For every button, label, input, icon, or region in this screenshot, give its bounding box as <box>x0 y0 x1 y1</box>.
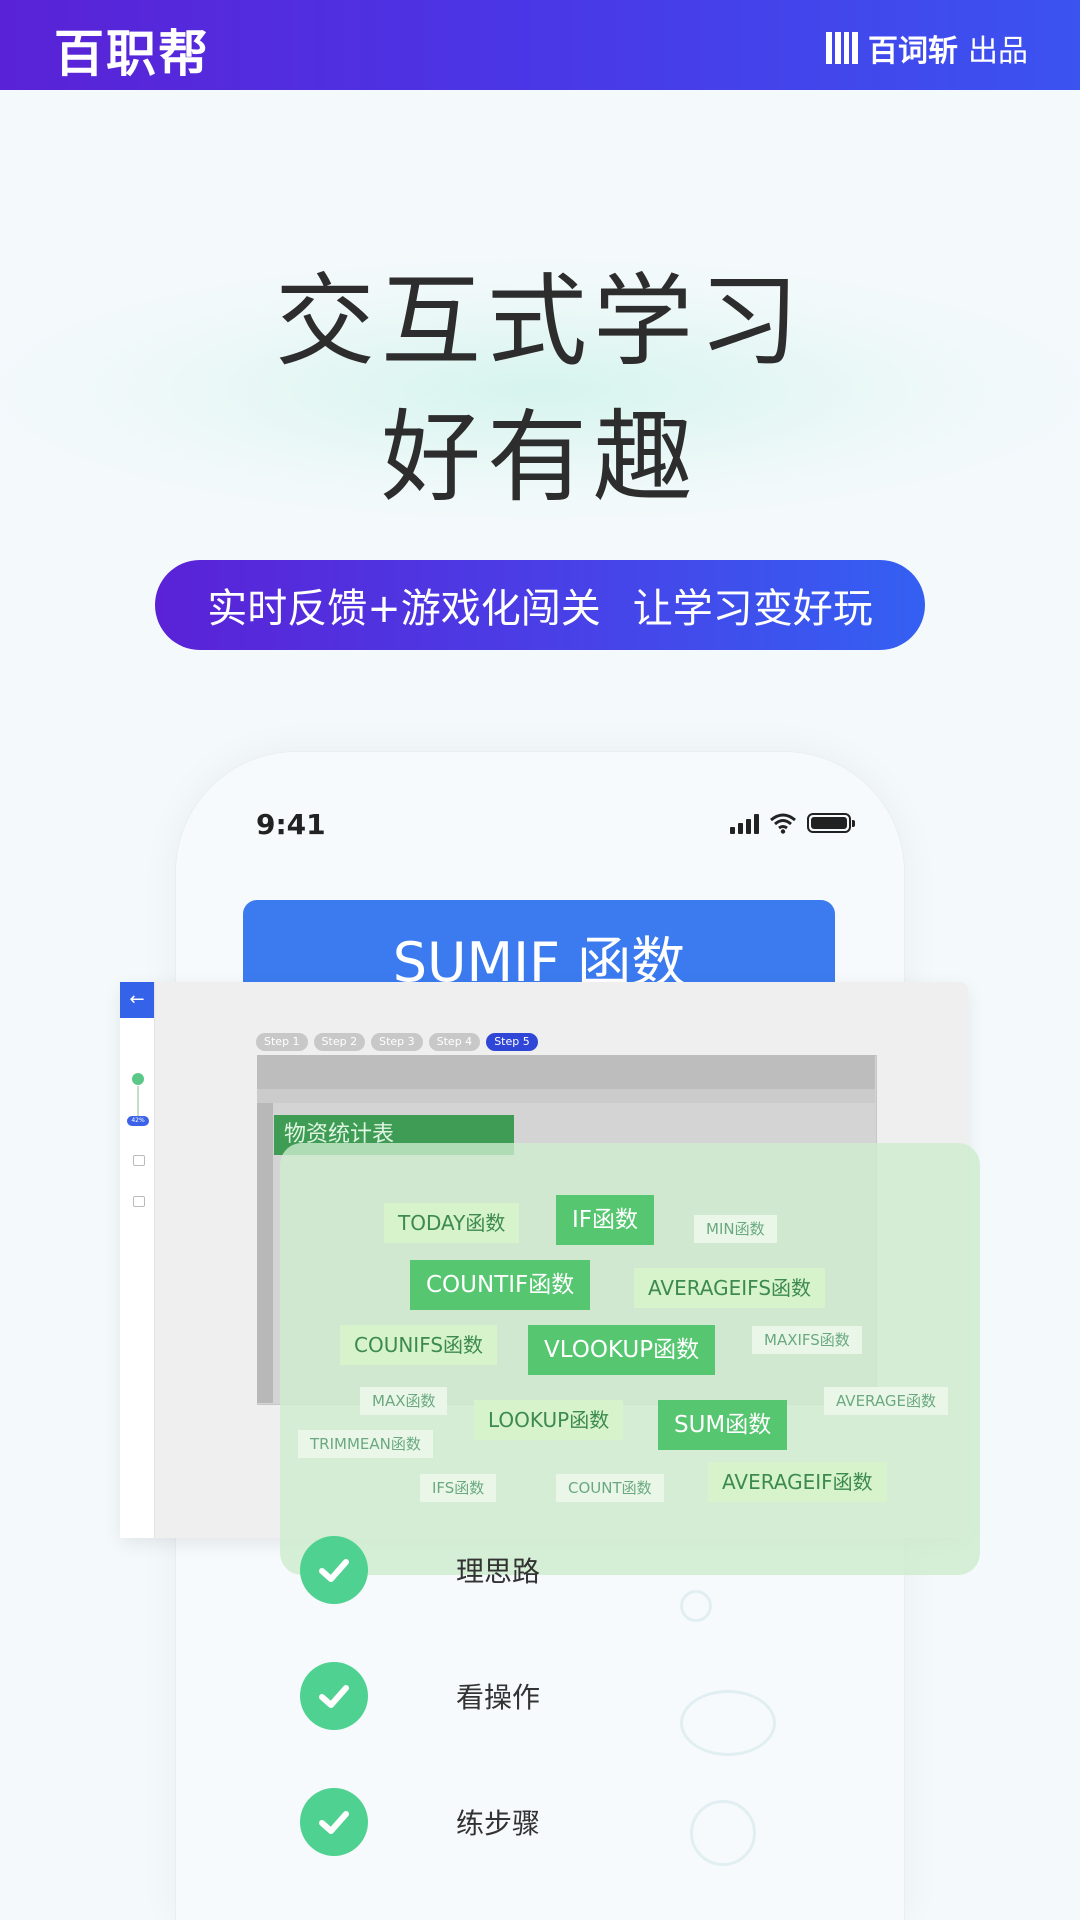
status-icons <box>730 812 855 834</box>
function-tag: TODAY函数 <box>384 1203 520 1243</box>
producer-name: 百词斩 <box>868 34 958 69</box>
lock-icon <box>133 1196 145 1207</box>
status-time: 9:41 <box>256 808 326 841</box>
progress-line <box>137 1086 139 1118</box>
progress-check-icon <box>132 1073 144 1085</box>
signal-icon <box>730 812 759 834</box>
pill-text-2: 让学习变好玩 <box>632 586 873 632</box>
checklist-item: 练步骤 <box>300 1788 540 1856</box>
check-icon <box>300 1662 368 1730</box>
checklist-item: 理思路 <box>300 1536 540 1604</box>
checklist-label: 看操作 <box>456 1681 541 1714</box>
progress-badge: 42% <box>127 1116 149 1126</box>
function-tag: IFS函数 <box>420 1474 497 1502</box>
top-bar: 百职帮 百词斩 出品 <box>0 0 1080 90</box>
background-wash <box>0 260 1080 520</box>
battery-icon <box>807 813 855 833</box>
function-tag: MAXIFS函数 <box>752 1326 862 1354</box>
function-tag: COUNTIF函数 <box>410 1260 591 1310</box>
checklist-item: 看操作 <box>300 1662 540 1730</box>
checklist-label: 理思路 <box>456 1555 541 1588</box>
producer-suffix: 出品 <box>968 34 1028 69</box>
headline-line-2: 好有趣 <box>381 399 699 516</box>
function-tag: COUNT函数 <box>556 1474 664 1502</box>
producer-credit: 百词斩 出品 <box>826 26 1028 70</box>
checklist-label: 练步骤 <box>456 1807 541 1840</box>
pill-text-1: 实时反馈+游戏化闯关 <box>207 586 601 632</box>
feature-pill: 实时反馈+游戏化闯关 让学习变好玩 <box>155 560 925 650</box>
brand-logo: 百职帮 <box>54 25 210 83</box>
decorative-eye-icon <box>680 1690 776 1756</box>
row-headers <box>257 1103 273 1403</box>
headline-line-1: 交互式学习 <box>275 263 805 380</box>
function-tag: TRIMMEAN函数 <box>298 1430 433 1458</box>
spreadsheet-toolbar <box>257 1055 875 1089</box>
step-tab[interactable]: Step 3 <box>371 1033 423 1051</box>
function-tag: AVERAGEIF函数 <box>708 1462 887 1502</box>
function-tag: VLOOKUP函数 <box>528 1325 716 1375</box>
step-tab[interactable]: Step 4 <box>428 1033 481 1051</box>
function-tag: LOOKUP函数 <box>474 1400 624 1440</box>
function-tag: IF函数 <box>556 1195 655 1245</box>
lock-icon <box>133 1155 145 1166</box>
step-tab-active[interactable]: Step 5 <box>486 1033 538 1051</box>
function-tag: MIN函数 <box>694 1215 777 1243</box>
check-icon <box>300 1536 368 1604</box>
function-tag: AVERAGEIFS函数 <box>634 1268 826 1308</box>
back-button[interactable]: ← <box>120 982 154 1018</box>
check-icon <box>300 1788 368 1856</box>
decorative-bug-icon <box>690 1800 756 1866</box>
decorative-dots-icon <box>680 1590 712 1622</box>
wifi-icon <box>770 813 796 834</box>
function-tag: AVERAGE函数 <box>824 1387 948 1415</box>
function-tag: COUNIFS函数 <box>340 1325 498 1365</box>
panel-sidebar <box>120 982 155 1538</box>
function-tag: MAX函数 <box>360 1387 448 1415</box>
formula-bar <box>257 1089 875 1103</box>
step-tabs: Step 1 Step 2 Step 3 Step 4 Step 5 <box>256 1033 538 1051</box>
baicizhan-logo-icon <box>826 32 858 64</box>
function-tag: SUM函数 <box>658 1400 788 1450</box>
step-tab[interactable]: Step 1 <box>256 1033 308 1051</box>
step-tab[interactable]: Step 2 <box>313 1033 366 1051</box>
